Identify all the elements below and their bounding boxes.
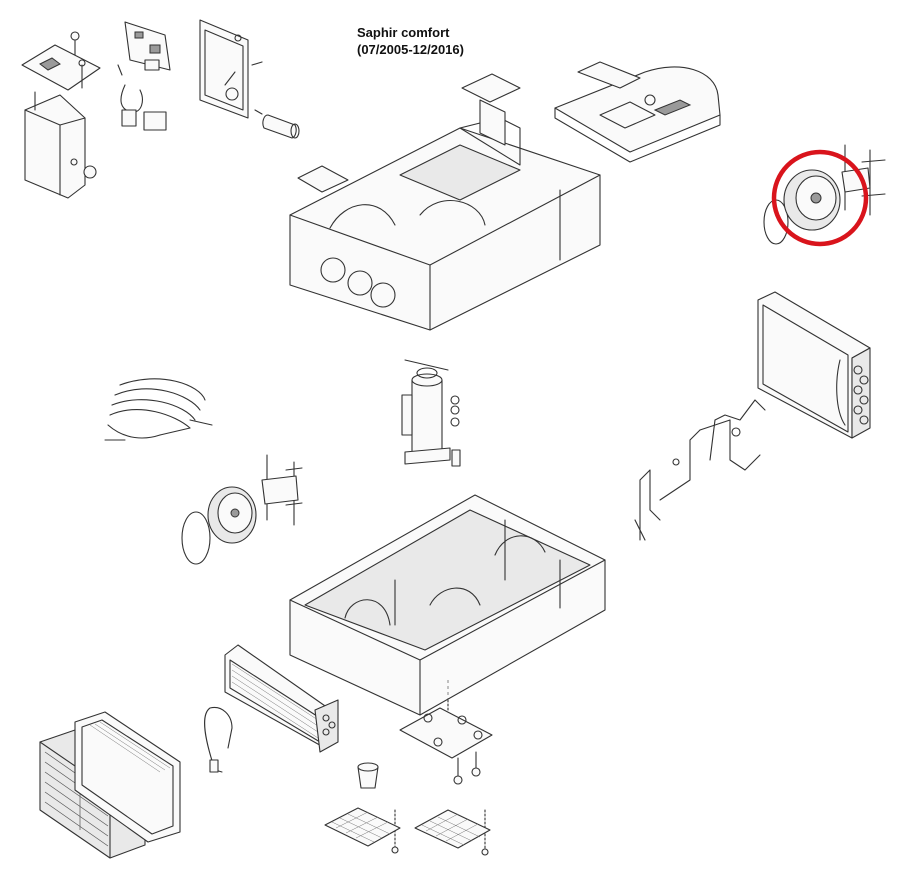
filter-mesh-left[interactable] [324, 807, 401, 847]
wiring-harness[interactable] [104, 378, 213, 441]
drain-plug[interactable] [357, 762, 379, 789]
refrigerant-tubing[interactable] [634, 399, 766, 541]
evaporator-coil[interactable] [757, 291, 871, 439]
condenser-blower-fan[interactable] [763, 144, 886, 245]
highlight-ring [771, 149, 869, 247]
capacitor[interactable] [254, 109, 300, 139]
production-period: (07/2005-12/2016) [357, 42, 464, 57]
fixing-screws[interactable] [391, 751, 489, 856]
condenser-coil[interactable] [224, 644, 339, 753]
thermostat-sensor[interactable] [204, 706, 233, 773]
control-board-bracket[interactable] [21, 31, 101, 91]
model-name: Saphir comfort [357, 25, 450, 40]
upper-housing[interactable] [289, 99, 601, 331]
mounting-plate[interactable] [199, 19, 263, 119]
filter-mesh-right[interactable] [414, 809, 491, 849]
base-pan[interactable] [289, 494, 606, 716]
air-filter[interactable] [74, 711, 181, 843]
evaporator-blower-fan[interactable] [181, 454, 303, 565]
electronic-control-board[interactable] [117, 21, 171, 131]
top-cover[interactable] [554, 61, 721, 163]
mounting-frame-plate[interactable] [399, 699, 493, 759]
small-filter-pad-a[interactable] [297, 73, 521, 193]
compressor[interactable] [401, 359, 461, 467]
diagram-title: Saphir comfort (07/2005-12/2016) [357, 24, 464, 58]
control-box-housing[interactable] [24, 91, 97, 199]
